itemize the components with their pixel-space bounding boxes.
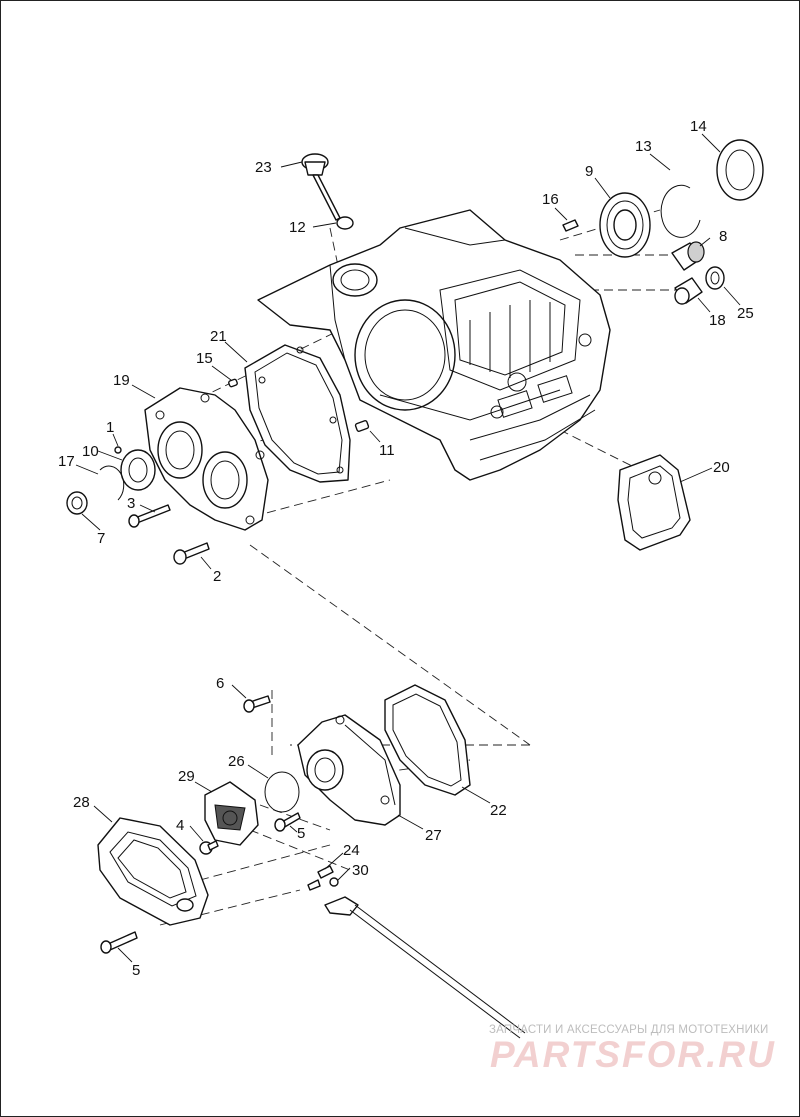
dowel-15 [228,378,238,388]
callout-25: 25 [737,305,754,322]
cable-sensor [307,879,526,1039]
callout-3: 3 [127,495,135,512]
cover-plate-29 [204,781,259,846]
bearing-10 [120,449,156,491]
gasket-21 [244,344,351,483]
callout-12: 12 [289,219,306,236]
callout-11: 11 [379,442,395,459]
callout-21: 21 [210,328,227,345]
seal-7 [66,491,88,515]
dipstick-23 [301,153,341,221]
callout-13: 13 [635,138,652,155]
callout-5a: 5 [297,825,305,842]
o-ring-26 [264,771,300,813]
watermark-logo: PARTSFOR.RU [490,1034,776,1075]
top-cover-housing-27 [297,714,401,826]
callout-2: 2 [213,568,221,585]
callout-27: 27 [425,827,442,844]
callout-6: 6 [216,675,224,692]
callout-5b: 5 [132,962,140,979]
callout-9: 9 [585,163,593,180]
pin-1 [114,446,122,454]
callout-18: 18 [709,312,726,329]
seal-25 [705,266,725,290]
callout-29: 29 [178,768,195,785]
callout-1: 1 [106,419,114,436]
callout-28: 28 [73,794,90,811]
screw-6 [243,695,271,713]
screw-2 [173,542,210,565]
callout-24: 24 [343,842,360,859]
retaining-ring-17 [99,465,125,501]
leader-lines [75,133,741,963]
callout-23: 23 [255,159,272,176]
callout-19: 19 [113,372,130,389]
callout-7: 7 [97,530,105,547]
screw-3 [128,504,171,528]
fitting-24 [317,865,334,879]
callout-30: 30 [352,862,369,879]
callout-4: 4 [176,817,184,834]
callout-22: 22 [490,802,507,819]
needle-bearing-8 [671,241,705,271]
transmission-case [257,209,611,481]
plug-16 [562,219,579,232]
watermark-caption: ЗАПЧАСТИ И АКСЕССУАРЫ ДЛЯ МОТОТЕХНИКИ [489,1024,769,1036]
bearing-9 [599,192,651,258]
o-ring-12 [336,216,354,230]
washer-30 [329,877,339,887]
callout-15: 15 [196,350,213,367]
seal-14 [716,139,764,201]
retaining-ring-13 [660,184,701,238]
screw-5-lower [100,931,138,954]
side-door-plate [144,387,269,531]
gasket-22 [384,684,471,796]
screw-4 [199,840,219,855]
gasket-20 [617,454,691,551]
callout-10: 10 [82,443,99,460]
bushing-18 [674,277,703,305]
callout-20: 20 [713,459,730,476]
dowel-11 [354,420,370,432]
screw-5-upper [274,812,301,832]
callout-8: 8 [719,228,727,245]
callout-numbers: 1 2 3 4 5 5 6 7 8 9 10 11 12 13 14 15 16… [58,118,754,979]
callout-26: 26 [228,753,245,770]
callout-16: 16 [542,191,559,208]
top-cover-28 [97,817,209,926]
callout-17: 17 [58,453,75,470]
callout-14: 14 [690,118,707,135]
